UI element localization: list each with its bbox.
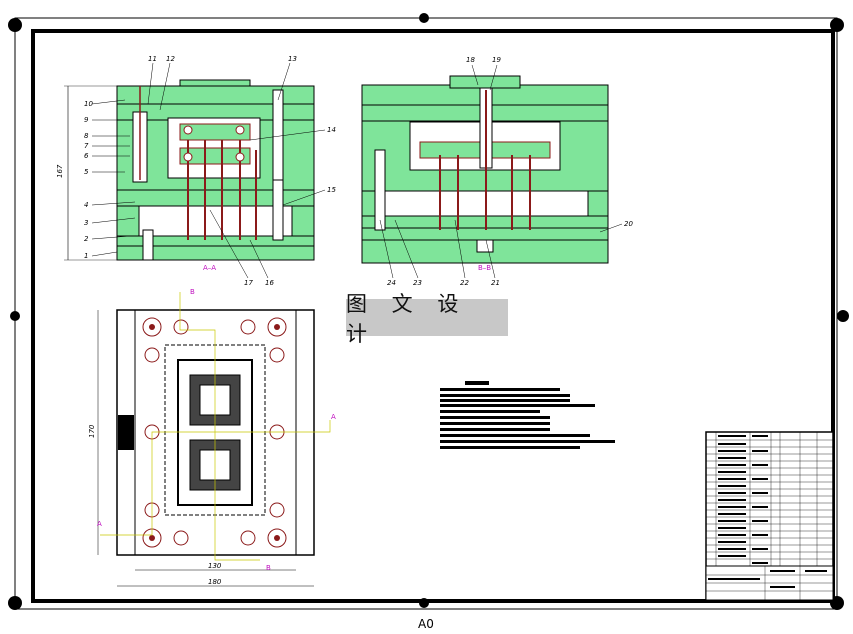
side-view-leaders (379, 64, 623, 279)
callout-10: 10 (84, 100, 93, 108)
section-mark-a-right: A (331, 413, 336, 421)
callout-24: 24 (387, 279, 396, 287)
callout-9: 9 (84, 116, 89, 124)
callout-4: 4 (84, 201, 88, 209)
front-section-view (64, 79, 315, 261)
callout-8: 8 (84, 132, 89, 140)
callout-15: 15 (327, 186, 336, 194)
callout-13: 13 (288, 55, 297, 63)
side-view-callouts: 18 19 20 21 22 23 24 (387, 56, 633, 287)
watermark-stamp: 图 文 设 计 (346, 292, 508, 346)
callout-12: 12 (166, 55, 175, 63)
front-view-callouts: 1 2 3 4 5 6 7 8 9 10 11 12 13 14 15 16 1… (84, 55, 336, 287)
callout-14: 14 (327, 126, 336, 134)
callout-22: 22 (460, 279, 469, 287)
plan-view (97, 292, 331, 587)
side-view-section-label: B–B (478, 264, 491, 272)
callout-18: 18 (466, 56, 475, 64)
front-view-leaders (91, 62, 326, 279)
callout-1: 1 (84, 252, 88, 260)
callout-11: 11 (148, 55, 157, 63)
corner-marks (8, 13, 849, 610)
parts-list-table (705, 431, 834, 601)
section-mark-a-left: A (97, 520, 102, 528)
callout-7: 7 (84, 142, 89, 150)
callout-20: 20 (624, 220, 633, 228)
callout-16: 16 (265, 279, 274, 287)
inner-border (31, 29, 835, 603)
front-view-section-label: A–A (203, 264, 216, 272)
callout-21: 21 (491, 279, 500, 287)
sheet-size-label: A0 (418, 617, 434, 631)
callout-6: 6 (84, 152, 89, 160)
callout-3: 3 (84, 219, 88, 227)
plan-outer-width-dim: 180 (208, 578, 222, 586)
callout-5: 5 (84, 168, 89, 176)
plan-height-dim: 170 (88, 424, 96, 438)
technical-notes-block (440, 381, 615, 449)
side-section-view (361, 75, 609, 264)
callout-19: 19 (492, 56, 501, 64)
section-mark-b-bottom: B (266, 564, 271, 572)
front-view-height-dim: 167 (56, 164, 64, 178)
callout-2: 2 (84, 235, 89, 243)
section-mark-b-top: B (190, 288, 195, 296)
plan-inner-width-dim: 130 (208, 562, 222, 570)
callout-23: 23 (413, 279, 422, 287)
plan-view-section-marks: B B A A (97, 288, 336, 572)
callout-17: 17 (244, 279, 253, 287)
